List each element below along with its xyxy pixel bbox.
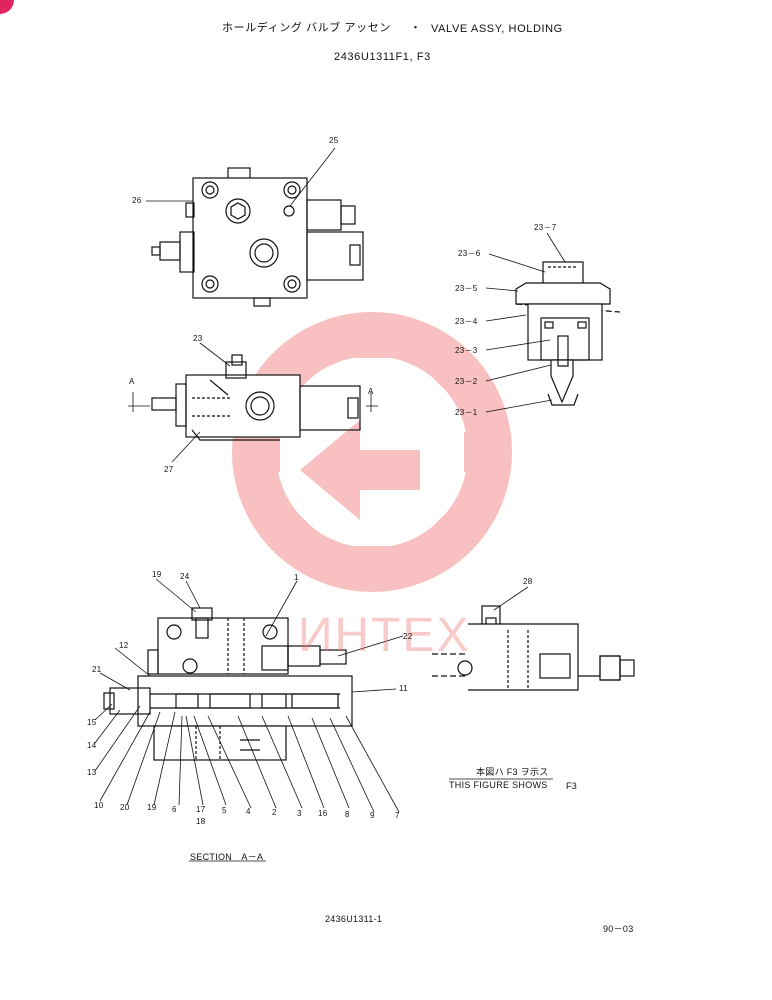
callout-26: 26 bbox=[132, 196, 142, 205]
callout-23-2: 23－2 bbox=[455, 377, 478, 386]
section-mark-left: A bbox=[129, 377, 135, 386]
callout-25: 25 bbox=[329, 136, 339, 145]
callout-7: 7 bbox=[395, 811, 400, 820]
part-number: 2436U1311F1, F3 bbox=[334, 51, 431, 63]
callout-23: 23 bbox=[193, 334, 203, 343]
callout-10: 10 bbox=[94, 801, 104, 810]
f3-view-leaders bbox=[449, 586, 553, 780]
callout-23-1: 23－1 bbox=[455, 408, 478, 417]
callout-15: 15 bbox=[87, 718, 97, 727]
callout-6: 6 bbox=[172, 805, 177, 814]
section-title: SECTION A－A bbox=[190, 852, 264, 862]
callout-24: 24 bbox=[180, 572, 190, 581]
callout-14: 14 bbox=[87, 741, 97, 750]
callout-23-5: 23－5 bbox=[455, 284, 478, 293]
watermark-gear-icon bbox=[232, 312, 512, 592]
drawing-number: 2436U1311-1 bbox=[325, 914, 383, 924]
section-a-a-view bbox=[103, 607, 353, 761]
callout-16: 16 bbox=[318, 809, 328, 818]
callout-11: 11 bbox=[399, 684, 408, 693]
callout-2: 2 bbox=[272, 808, 277, 817]
callout-27: 27 bbox=[164, 465, 174, 474]
figure-note-english: THIS FIGURE SHOWS bbox=[449, 780, 548, 790]
callout-12: 12 bbox=[119, 641, 129, 650]
callout-19-top: 19 bbox=[152, 570, 162, 579]
callout-8: 8 bbox=[345, 810, 350, 819]
callout-23-7: 23－7 bbox=[534, 223, 557, 232]
callout-23-4: 23－4 bbox=[455, 317, 478, 326]
detail-view-leaders bbox=[485, 232, 566, 413]
title-english: VALVE ASSY, HOLDING bbox=[431, 23, 563, 35]
f3-partial-view bbox=[432, 605, 635, 691]
callout-18: 18 bbox=[196, 817, 206, 826]
callout-22: 22 bbox=[403, 632, 413, 641]
callout-23-3: 23－3 bbox=[455, 346, 478, 355]
figure-note-suffix: F3 bbox=[566, 781, 578, 791]
title-separator: ・ bbox=[410, 22, 422, 34]
figure-note-japanese: 本図ハ F3 ヲ示ス bbox=[476, 767, 549, 777]
callout-13: 13 bbox=[87, 768, 97, 777]
watermark-text: ИНТЕХ bbox=[298, 609, 471, 662]
callout-3: 3 bbox=[297, 809, 302, 818]
page-number: 90－03 bbox=[603, 924, 634, 934]
section-mark-right: A bbox=[368, 387, 374, 396]
callout-28: 28 bbox=[523, 577, 533, 586]
callout-19-bottom: 19 bbox=[147, 803, 157, 812]
callout-17: 17 bbox=[196, 805, 206, 814]
callout-9: 9 bbox=[370, 811, 375, 820]
callout-21: 21 bbox=[92, 665, 102, 674]
valve-top-view bbox=[151, 167, 364, 307]
callout-23-6: 23－6 bbox=[458, 249, 481, 258]
plug-detail-view bbox=[515, 261, 621, 406]
side-view-leaders bbox=[128, 342, 378, 463]
section-view-leaders bbox=[94, 578, 404, 813]
callout-20: 20 bbox=[120, 803, 130, 812]
top-view-leaders bbox=[146, 147, 336, 207]
valve-side-view bbox=[151, 354, 361, 441]
callout-5: 5 bbox=[222, 806, 227, 815]
title-japanese: ホールディング バルブ アッセン bbox=[222, 22, 391, 34]
callout-1: 1 bbox=[294, 573, 299, 582]
callout-4: 4 bbox=[246, 807, 251, 816]
